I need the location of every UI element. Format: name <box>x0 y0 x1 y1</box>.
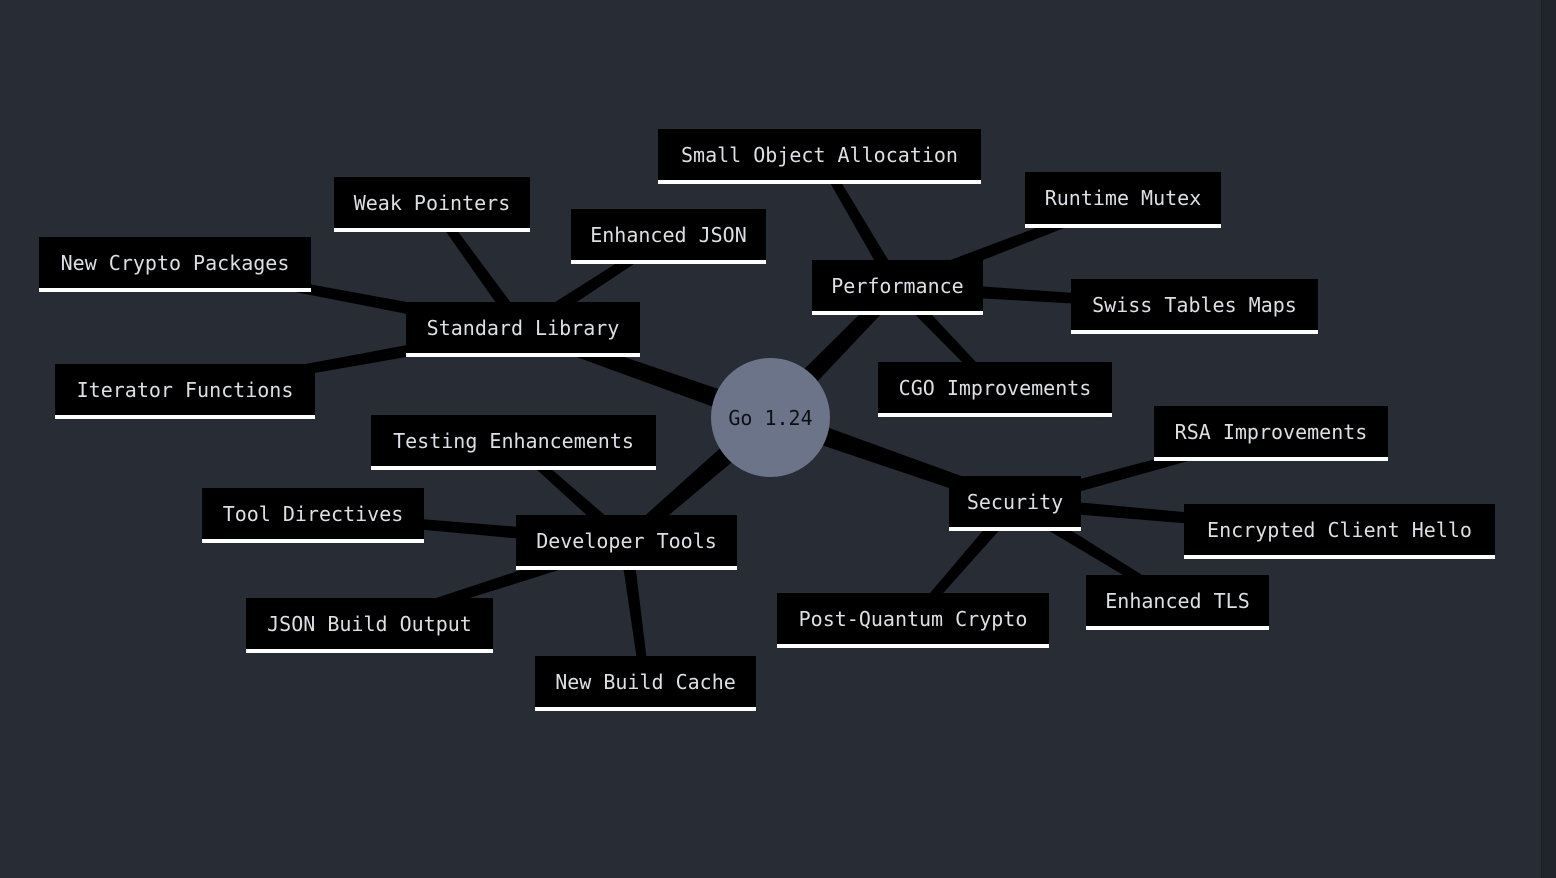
leaf-node-tool-directives[interactable]: Tool Directives <box>202 488 424 543</box>
leaf-node-testing-enhancements[interactable]: Testing Enhancements <box>371 415 656 470</box>
leaf-node-encrypted-client-hello[interactable]: Encrypted Client Hello <box>1184 504 1495 559</box>
edge-standard-library-weak-pointers <box>428 201 529 334</box>
branch-node-performance[interactable]: Performance <box>812 260 983 315</box>
branch-node-security[interactable]: Security <box>949 476 1081 531</box>
leaf-node-cgo-improvements[interactable]: CGO Improvements <box>878 362 1112 417</box>
leaf-node-json-build-output[interactable]: JSON Build Output <box>246 598 493 653</box>
branch-node-standard-library[interactable]: Standard Library <box>406 302 640 357</box>
window-right-edge <box>1541 0 1556 878</box>
edge-developer-tools-new-build-cache <box>619 541 650 684</box>
leaf-node-new-crypto-packages[interactable]: New Crypto Packages <box>39 237 311 292</box>
leaf-node-post-quantum-crypto[interactable]: Post-Quantum Crypto <box>777 593 1049 648</box>
leaf-node-rsa-improvements[interactable]: RSA Improvements <box>1154 406 1388 461</box>
mindmap-root-node[interactable]: Go 1.24 <box>711 358 830 477</box>
branch-node-developer-tools[interactable]: Developer Tools <box>516 515 737 570</box>
leaf-node-small-object-allocation[interactable]: Small Object Allocation <box>658 129 981 184</box>
leaf-node-new-build-cache[interactable]: New Build Cache <box>535 656 756 711</box>
leaf-node-iterator-functions[interactable]: Iterator Functions <box>55 364 315 419</box>
edge-performance-small-object-allocation <box>816 153 903 291</box>
leaf-node-swiss-tables-maps[interactable]: Swiss Tables Maps <box>1071 279 1318 334</box>
leaf-node-weak-pointers[interactable]: Weak Pointers <box>334 177 530 232</box>
leaf-node-runtime-mutex[interactable]: Runtime Mutex <box>1025 172 1221 228</box>
leaf-node-enhanced-tls[interactable]: Enhanced TLS <box>1086 575 1269 630</box>
leaf-node-enhanced-json[interactable]: Enhanced JSON <box>571 209 766 264</box>
